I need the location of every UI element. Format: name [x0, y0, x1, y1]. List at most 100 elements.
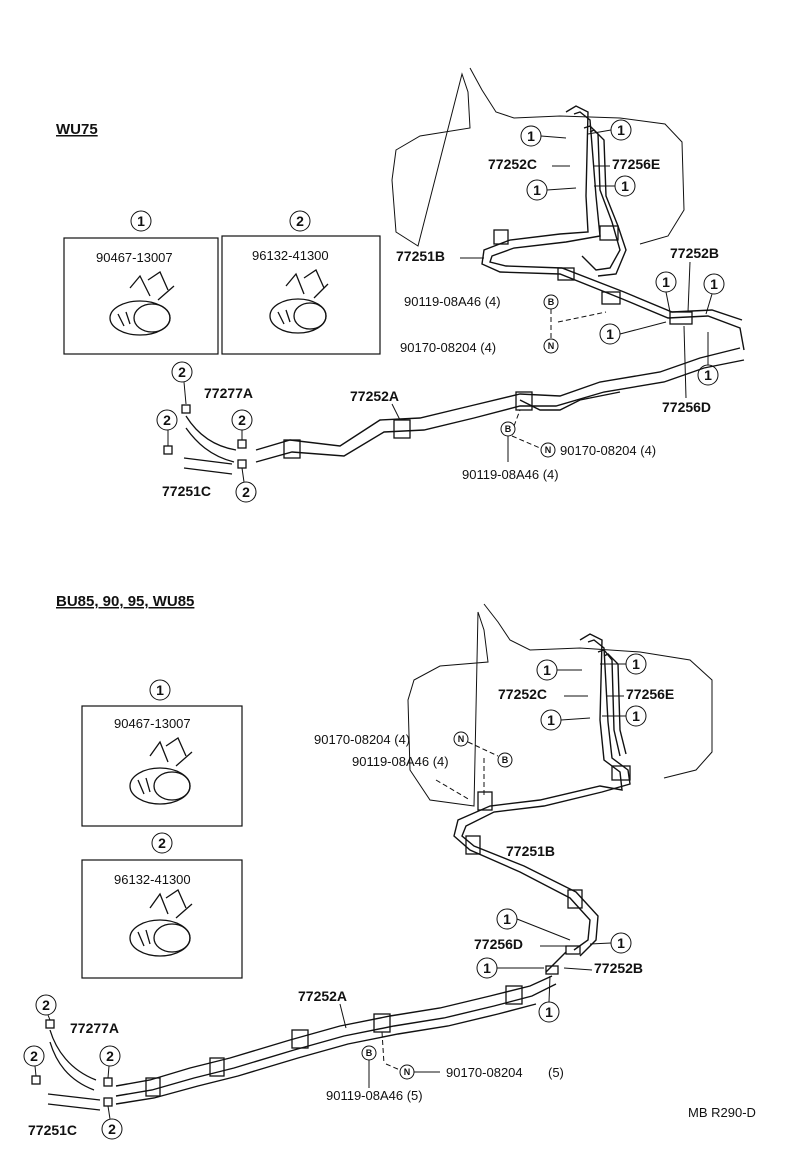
- part-label-77256D: 77256D: [662, 399, 711, 415]
- svg-text:1: 1: [710, 276, 718, 292]
- svg-text:B: B: [502, 755, 509, 765]
- callout-1: 1: [540, 709, 591, 731]
- nut-marker: N: [399, 1064, 415, 1080]
- part-label-77252A: 77252A: [350, 388, 399, 404]
- brake-line-77251B-top: [481, 105, 745, 351]
- nut-part-label: 90170-08204: [446, 1065, 523, 1080]
- nut-marker: N: [543, 338, 559, 354]
- diagram-reference-code: MB R290-D: [688, 1105, 756, 1120]
- callout-2: 2: [156, 409, 178, 446]
- svg-text:1: 1: [632, 708, 640, 724]
- clamp-detail-box-1: [81, 705, 243, 827]
- callout-2: 2: [23, 1045, 45, 1077]
- spring-clamp-icon: [109, 271, 175, 336]
- part-label-77277A: 77277A: [70, 1020, 119, 1036]
- part-label-77252A: 77252A: [298, 988, 347, 1004]
- flexible-hose-77277A-bottom: [49, 1029, 97, 1091]
- hose-clip: [181, 404, 191, 414]
- bolt-part-label: 90119-08A46 (5): [326, 1088, 423, 1103]
- callout-1: 1: [587, 119, 632, 141]
- part-label-77252B: 77252B: [594, 960, 643, 976]
- svg-text:1: 1: [527, 128, 535, 144]
- callout-circle: [289, 210, 311, 232]
- callout-circle: [149, 679, 171, 701]
- nut-marker: N: [453, 731, 469, 747]
- part-label-77256E: 77256E: [626, 686, 674, 702]
- svg-text:1: 1: [606, 326, 614, 342]
- clamp-part-number: 90467-13007: [96, 250, 173, 265]
- svg-text:2: 2: [242, 484, 250, 500]
- part-label-77252C: 77252C: [498, 686, 547, 702]
- svg-text:2: 2: [30, 1048, 38, 1064]
- callout-number: 1: [156, 682, 164, 698]
- part-label-77251B: 77251B: [506, 843, 555, 859]
- part-label-77252C: 77252C: [488, 156, 537, 172]
- clamp-part-number: 96132-41300: [114, 872, 191, 887]
- svg-text:2: 2: [238, 412, 246, 428]
- callout-circle: [151, 832, 173, 854]
- bolt-marker: B: [500, 421, 516, 437]
- part-label-77256E: 77256E: [612, 156, 660, 172]
- callout-1: 1: [526, 179, 577, 201]
- pipe-clip: [493, 225, 693, 325]
- svg-text:1: 1: [704, 367, 712, 383]
- brake-line-77252A-top: [255, 347, 745, 463]
- section-title-wu75: WU75: [56, 121, 98, 138]
- frame-outline-top: [391, 67, 685, 247]
- svg-text:1: 1: [545, 1004, 553, 1020]
- spring-clamp-icon: [129, 889, 193, 957]
- svg-text:2: 2: [178, 364, 186, 380]
- clamp-detail-box-2: [221, 235, 381, 355]
- nut-part-label: 90170-08204 (4): [400, 340, 496, 355]
- clamp-part-number: 96132-41300: [252, 248, 329, 263]
- svg-text:2: 2: [108, 1121, 116, 1137]
- brake-line-77252A-bottom: [115, 975, 557, 1105]
- flexible-hose-77251C-top: [183, 457, 233, 475]
- svg-text:1: 1: [617, 935, 625, 951]
- callout-1: 1: [538, 975, 560, 1023]
- callout-1: 1: [600, 653, 647, 675]
- callout-circle: [130, 210, 152, 232]
- nut-part-label: 90170-08204 (4): [560, 443, 656, 458]
- part-label-77256D: 77256D: [474, 936, 523, 952]
- svg-text:1: 1: [543, 662, 551, 678]
- part-label-77252B: 77252B: [670, 245, 719, 261]
- svg-text:B: B: [548, 297, 555, 307]
- svg-text:1: 1: [547, 712, 555, 728]
- hose-clip: [103, 1097, 113, 1107]
- part-label-77251C: 77251C: [28, 1122, 77, 1138]
- bolt-part-label: 90119-08A46 (4): [404, 294, 501, 309]
- callout-number: 2: [158, 835, 166, 851]
- svg-text:N: N: [548, 341, 555, 351]
- hose-clip: [163, 445, 173, 455]
- svg-text:N: N: [404, 1067, 411, 1077]
- callout-1: 1: [496, 908, 571, 941]
- svg-text:1: 1: [533, 182, 541, 198]
- hose-clip: [103, 1077, 113, 1087]
- svg-text:B: B: [505, 424, 512, 434]
- callout-2: 2: [235, 467, 257, 503]
- nut-quantity: (5): [548, 1065, 564, 1080]
- callout-1: 1: [703, 273, 725, 315]
- nut-marker: N: [540, 442, 556, 458]
- pipe-clip: [465, 765, 631, 975]
- hose-clip: [237, 459, 247, 469]
- bolt-marker: B: [361, 1045, 377, 1061]
- hose-clip: [237, 439, 247, 449]
- hose-clip: [31, 1075, 41, 1085]
- hose-clip: [45, 1019, 55, 1029]
- callout-1: 1: [655, 271, 677, 313]
- callout-number: 2: [296, 213, 304, 229]
- callout-1: 1: [476, 957, 544, 979]
- callout-1: 1: [536, 659, 582, 681]
- svg-text:2: 2: [163, 412, 171, 428]
- nut-part-label: 90170-08204 (4): [314, 732, 410, 747]
- svg-text:1: 1: [483, 960, 491, 976]
- svg-text:N: N: [545, 445, 552, 455]
- callout-1: 1: [589, 932, 632, 954]
- svg-text:1: 1: [621, 178, 629, 194]
- pipe-clip: [283, 391, 533, 459]
- brake-line-77251B-bottom: [453, 633, 631, 973]
- svg-text:2: 2: [106, 1048, 114, 1064]
